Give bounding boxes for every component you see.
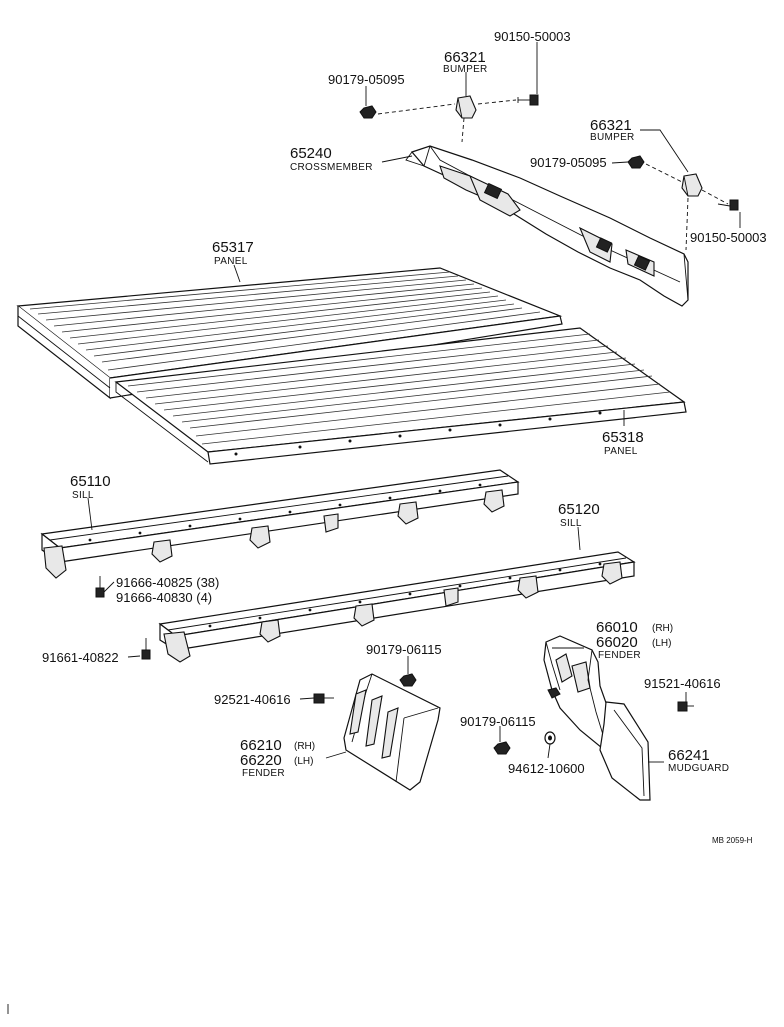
part-name: SILL: [72, 490, 94, 501]
leader-lines: [87, 42, 741, 763]
callout-65240: 65240 CROSSMEMBER: [290, 145, 373, 173]
bumper-pad-icon: [455, 95, 477, 119]
part-number: 65120: [558, 501, 600, 518]
callout-90179-06115-lower: 90179-06115: [460, 714, 536, 729]
callout-90179-06115-upper: 90179-06115: [366, 642, 442, 657]
panel-65317-ribs: [29, 271, 541, 371]
callout-66241: 66241 MUDGUARD: [668, 747, 729, 774]
part-number-lh: 66220: [240, 752, 282, 769]
part-number-lh: 66020: [596, 634, 638, 651]
side-rh: (RH): [652, 623, 673, 634]
part-name: BUMPER: [590, 132, 635, 143]
part-name: CROSSMEMBER: [290, 162, 373, 173]
part-name: FENDER: [242, 768, 285, 779]
crossmember-part: [405, 145, 689, 307]
callout-90150-right: 90150-50003: [690, 230, 767, 245]
callout-66010-66020: 66010 (RH) 66020 (LH) FENDER: [596, 619, 673, 661]
nut-icon: [359, 105, 377, 119]
callout-66210-66220: 66210 (RH) 66220 (LH) FENDER: [240, 737, 315, 779]
bolt-icon: [95, 576, 105, 598]
part-number-rh: 66010: [596, 619, 638, 636]
callout-91661-40822: 91661-40822: [42, 650, 119, 665]
side-lh: (LH): [294, 756, 313, 767]
part-name: FENDER: [598, 650, 641, 661]
callout-91666-40825: 91666-40825 (38): [116, 575, 219, 590]
part-number: 65318: [602, 429, 644, 446]
mudguard-66241-part: [599, 701, 651, 801]
part-number: 66321: [444, 49, 486, 66]
nut-icon: [627, 155, 645, 169]
callout-66321-top: 66321 BUMPER: [443, 49, 488, 75]
callout-92521-40616: 92521-40616: [214, 692, 291, 707]
part-number: 65240: [290, 145, 332, 162]
sill-65110-part: [40, 469, 520, 579]
part-name: BUMPER: [443, 64, 488, 75]
bolt-icon: [717, 199, 739, 211]
part-number-rh: 66210: [240, 737, 282, 754]
panel-65318-part: [114, 327, 687, 465]
bolt-icon: [677, 701, 694, 712]
bolt-icon: [313, 693, 334, 704]
part-name: PANEL: [214, 256, 248, 267]
sill-65120-part: [158, 551, 636, 663]
part-number: 66241: [668, 747, 710, 764]
callout-65317: 65317 PANEL: [212, 239, 254, 267]
drawing-code: MB 2059-H: [712, 836, 753, 845]
callout-91666-40830: 91666-40830 (4): [116, 590, 212, 605]
washer-icon: [544, 731, 556, 745]
callout-91521-40616: 91521-40616: [644, 676, 721, 691]
callout-65110: 65110 SILL: [70, 473, 111, 501]
callout-66321-right: 66321 BUMPER: [590, 117, 635, 143]
callout-90179-05095-top: 90179-05095: [328, 72, 405, 87]
side-lh: (LH): [652, 638, 671, 649]
bumper-pad-icon: [681, 173, 703, 197]
panel-65318-ribs: [127, 333, 671, 445]
callout-65318: 65318 PANEL: [602, 429, 644, 457]
side-rh: (RH): [294, 741, 315, 752]
bolt-icon: [141, 638, 151, 660]
part-number: 66321: [590, 117, 632, 134]
bolt-icon: [517, 94, 539, 106]
callout-90179-05095-right: 90179-05095: [530, 155, 607, 170]
part-number: 65110: [70, 473, 111, 490]
nut-icon: [493, 741, 511, 755]
callout-65120: 65120 SILL: [558, 501, 600, 529]
callout-94612-10600: 94612-10600: [508, 761, 585, 776]
part-number: 65317: [212, 239, 254, 256]
fender-66210-part: [343, 673, 441, 791]
part-name: PANEL: [604, 446, 638, 457]
callout-90150-top: 90150-50003: [494, 29, 571, 44]
nut-icon: [399, 673, 417, 687]
part-name: MUDGUARD: [668, 763, 729, 774]
part-name: SILL: [560, 518, 582, 529]
